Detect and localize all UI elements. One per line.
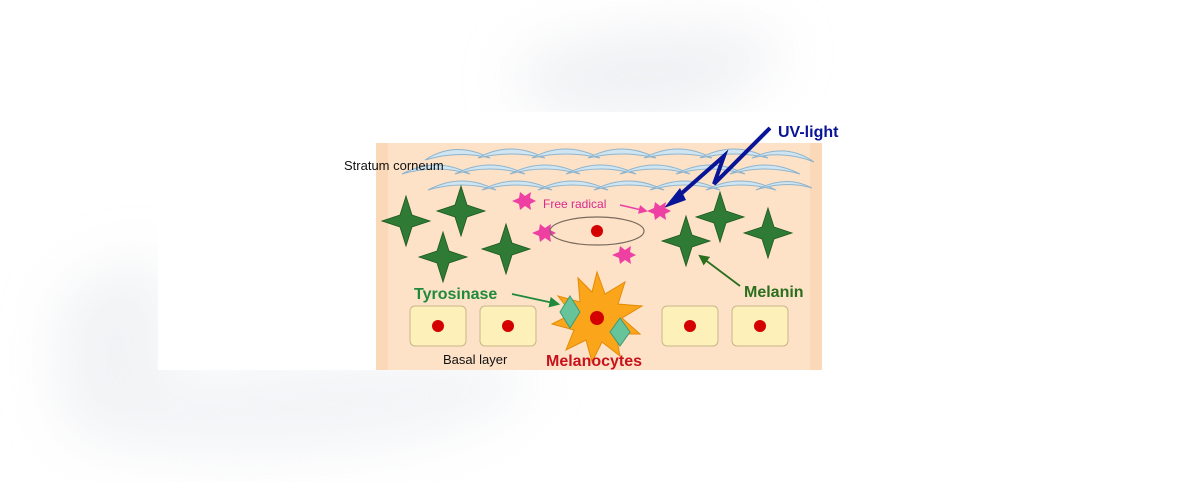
- melanin-star: [660, 214, 712, 268]
- melanin-star: [480, 222, 532, 276]
- nucleus: [754, 320, 766, 332]
- melanocyte-cell: [550, 270, 644, 364]
- tyrosinase-label: Tyrosinase: [414, 286, 497, 303]
- tyrosinase-crystal: [609, 317, 631, 347]
- melanin-star: [435, 184, 487, 238]
- keratinocyte-cell: [549, 216, 645, 246]
- melanin-star: [742, 206, 794, 260]
- melanin-granules: [380, 184, 794, 284]
- nucleus: [432, 320, 444, 332]
- basal-layer-label: Basal layer: [443, 352, 508, 367]
- nucleus: [591, 225, 603, 237]
- stratum-corneum-scales: [401, 148, 815, 191]
- tyrosinase-pointer: [511, 293, 561, 308]
- nucleus: [684, 320, 696, 332]
- free-radicals: [512, 192, 671, 264]
- basal-cells: [409, 305, 789, 347]
- melanocytes-label: Melanocytes: [546, 353, 642, 370]
- free-radical-burst: [532, 224, 556, 242]
- uv-light-arrow: [664, 126, 772, 208]
- tyrosinase-crystal: [559, 295, 581, 329]
- free-radical-burst: [647, 202, 671, 220]
- free-radical-burst: [512, 192, 536, 210]
- melanin-star: [417, 230, 469, 284]
- melanin-label: Melanin: [744, 284, 804, 301]
- uv-light-label: UV-light: [778, 124, 839, 141]
- free-radical-burst: [612, 246, 636, 264]
- nucleus: [502, 320, 514, 332]
- melanin-star: [380, 194, 432, 248]
- melanin-star: [694, 190, 746, 244]
- free-radical-label: Free radical: [543, 197, 606, 211]
- nucleus: [590, 311, 604, 325]
- pointer-arrows: [511, 204, 741, 308]
- free-radical-pointer: [619, 204, 648, 214]
- melanin-pointer: [698, 254, 741, 287]
- stratum-corneum-label: Stratum corneum: [344, 158, 444, 173]
